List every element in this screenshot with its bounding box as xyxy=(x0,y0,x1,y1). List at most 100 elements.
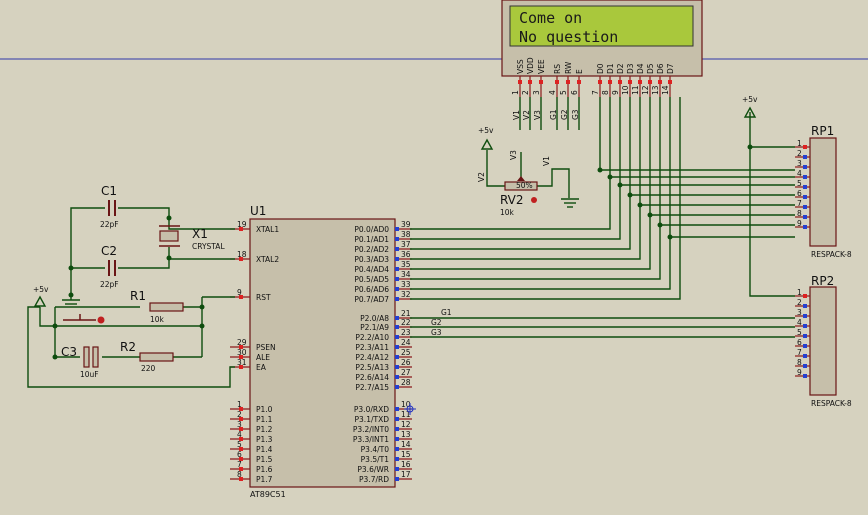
mcu-left-pin-name: P1.6 xyxy=(256,465,273,474)
mcu-pin-marker xyxy=(395,407,399,411)
mcu-pin-marker xyxy=(239,437,243,441)
lcd-pin-num: 6 xyxy=(570,90,579,95)
lcd-pin-num: 2 xyxy=(521,90,530,95)
mcu-left-pin-name: XTAL1 xyxy=(256,225,279,234)
reset-button[interactable] xyxy=(63,314,105,324)
mcu-pin-marker xyxy=(395,287,399,291)
mcu-right-pin-num: 38 xyxy=(401,230,411,239)
mcu-right-pin-name: P3.7/RD xyxy=(359,475,389,484)
mcu-left-pin-num: 30 xyxy=(237,348,247,357)
rp2-pin-marker xyxy=(803,344,807,348)
mcu-left-pin-num: 8 xyxy=(237,470,242,479)
capacitor-c2[interactable]: C2 22pF xyxy=(100,244,119,289)
lcd-net-g3: G3 xyxy=(571,109,580,120)
button-handle-icon[interactable] xyxy=(97,316,105,324)
rp1-pin-marker xyxy=(803,195,807,199)
rp2-body xyxy=(809,286,837,396)
potentiometer-rv2[interactable]: 50% RV2 10k xyxy=(500,176,538,217)
lcd-pin-name: VEE xyxy=(537,59,546,74)
resistor-r1[interactable]: R1 10k xyxy=(130,289,184,324)
rp2-pin-marker xyxy=(803,294,807,298)
mcu-left-pin-name: P1.4 xyxy=(256,445,273,454)
crystal-x1[interactable]: X1 CRYSTAL xyxy=(159,225,225,251)
lcd-pin-name: D2 xyxy=(616,63,625,74)
mcu-right-pin-num: 25 xyxy=(401,348,411,357)
respack-rp1[interactable]: RP1 RESPACK-8 xyxy=(809,124,852,259)
mcu-left-pin-num: 6 xyxy=(237,450,242,459)
mcu-pin-marker xyxy=(239,447,243,451)
mcu-left-pin-num: 18 xyxy=(237,250,247,259)
lcd-line1: Come on xyxy=(519,9,582,27)
mcu-pin-marker xyxy=(239,407,243,411)
c3-val: 10uF xyxy=(80,370,99,379)
rp1-pin-num: 2 xyxy=(797,149,802,158)
mcu-right-pin-num: 36 xyxy=(401,250,411,259)
g3-label: G3 xyxy=(431,328,442,337)
lcd-pin-num: 1 xyxy=(511,90,520,95)
svg-text:+5v: +5v xyxy=(742,95,758,104)
rp2-pin-marker xyxy=(803,364,807,368)
mcu-left-pin-num: 5 xyxy=(237,440,242,449)
rp2-pin-marker xyxy=(803,304,807,308)
mcu-u1[interactable]: U1 AT89C51 xyxy=(249,204,396,499)
rp1-pin-num: 3 xyxy=(797,159,802,168)
respack-rp2[interactable]: RP2 RESPACK-8 xyxy=(809,274,852,408)
mcu-body xyxy=(249,218,396,488)
lcd-pin-num: 5 xyxy=(559,90,568,95)
lcd-pin-name: RS xyxy=(553,64,562,74)
mcu-pin-marker xyxy=(239,427,243,431)
lcd-pin-name: D4 xyxy=(636,63,645,74)
mcu-pin-marker xyxy=(239,355,243,359)
rp1-pin-marker xyxy=(803,225,807,229)
resistor-r2[interactable]: R2 220 xyxy=(120,340,174,373)
mcu-pin-marker xyxy=(239,345,243,349)
rv2-handle-icon[interactable] xyxy=(531,197,537,203)
mcu-right-pin-name: P0.0/AD0 xyxy=(354,225,389,234)
rp2-pin-num: 6 xyxy=(797,338,802,347)
rp2-pin-marker xyxy=(803,374,807,378)
mcu-pin-marker xyxy=(395,325,399,329)
lcd-pin-num: 7 xyxy=(591,90,600,95)
capacitor-c3[interactable]: C3 10uF xyxy=(61,345,99,379)
mcu-left-pin-name: P1.3 xyxy=(256,435,273,444)
lcd-pin-marker xyxy=(518,80,522,84)
lcd-display[interactable]: Come on No question xyxy=(501,0,703,77)
c3-ref: C3 xyxy=(61,345,77,359)
mcu-right-pin-name: P0.5/AD5 xyxy=(354,275,389,284)
mcu-right-pin-num: 28 xyxy=(401,378,411,387)
mcu-right-pin-name: P0.2/AD2 xyxy=(354,245,389,254)
crosshair-cursor-icon xyxy=(404,403,416,415)
mcu-left-pin-name: EA xyxy=(256,363,267,372)
mcu-pin-marker xyxy=(239,257,243,261)
lcd-pin-num: 3 xyxy=(532,90,541,95)
lcd-pin-name: RW xyxy=(564,61,573,74)
rp1-pin-num: 5 xyxy=(797,179,802,188)
mcu-left-pin-num: 7 xyxy=(237,460,242,469)
mcu-pin-marker xyxy=(395,437,399,441)
lcd-pin-marker xyxy=(638,80,642,84)
rp1-pin-num: 9 xyxy=(797,219,802,228)
mcu-pin-marker xyxy=(395,427,399,431)
mcu-right-pin-name: P2.5/A13 xyxy=(355,363,389,372)
mcu-part: AT89C51 xyxy=(250,490,286,499)
r2-val: 220 xyxy=(141,364,156,373)
mcu-right-pin-num: 11 xyxy=(401,410,411,419)
c1-ref: C1 xyxy=(101,184,117,198)
c2-ref: C2 xyxy=(101,244,117,258)
r1-val: 10k xyxy=(150,315,165,324)
x1-val: CRYSTAL xyxy=(192,242,225,251)
lcd-pin-name: D1 xyxy=(606,63,615,74)
lcd-pins: VSS1VDD2VEE3RS4RW5E6D07D18D29D310D411D51… xyxy=(511,57,675,97)
mcu-pin-marker xyxy=(395,237,399,241)
mcu-right-pin-name: P2.7/A15 xyxy=(355,383,389,392)
lcd-pin-marker xyxy=(566,80,570,84)
rp1-pin-marker xyxy=(803,155,807,159)
rv2-net-v3: V3 xyxy=(509,150,518,160)
mcu-right-pin-name: P0.7/AD7 xyxy=(354,295,389,304)
lcd-line2: No question xyxy=(519,28,618,46)
rp1-pin-marker xyxy=(803,185,807,189)
capacitor-c1[interactable]: C1 22pF xyxy=(100,184,119,229)
rp1-pin-num: 7 xyxy=(797,199,802,208)
rp2-pin-num: 5 xyxy=(797,328,802,337)
